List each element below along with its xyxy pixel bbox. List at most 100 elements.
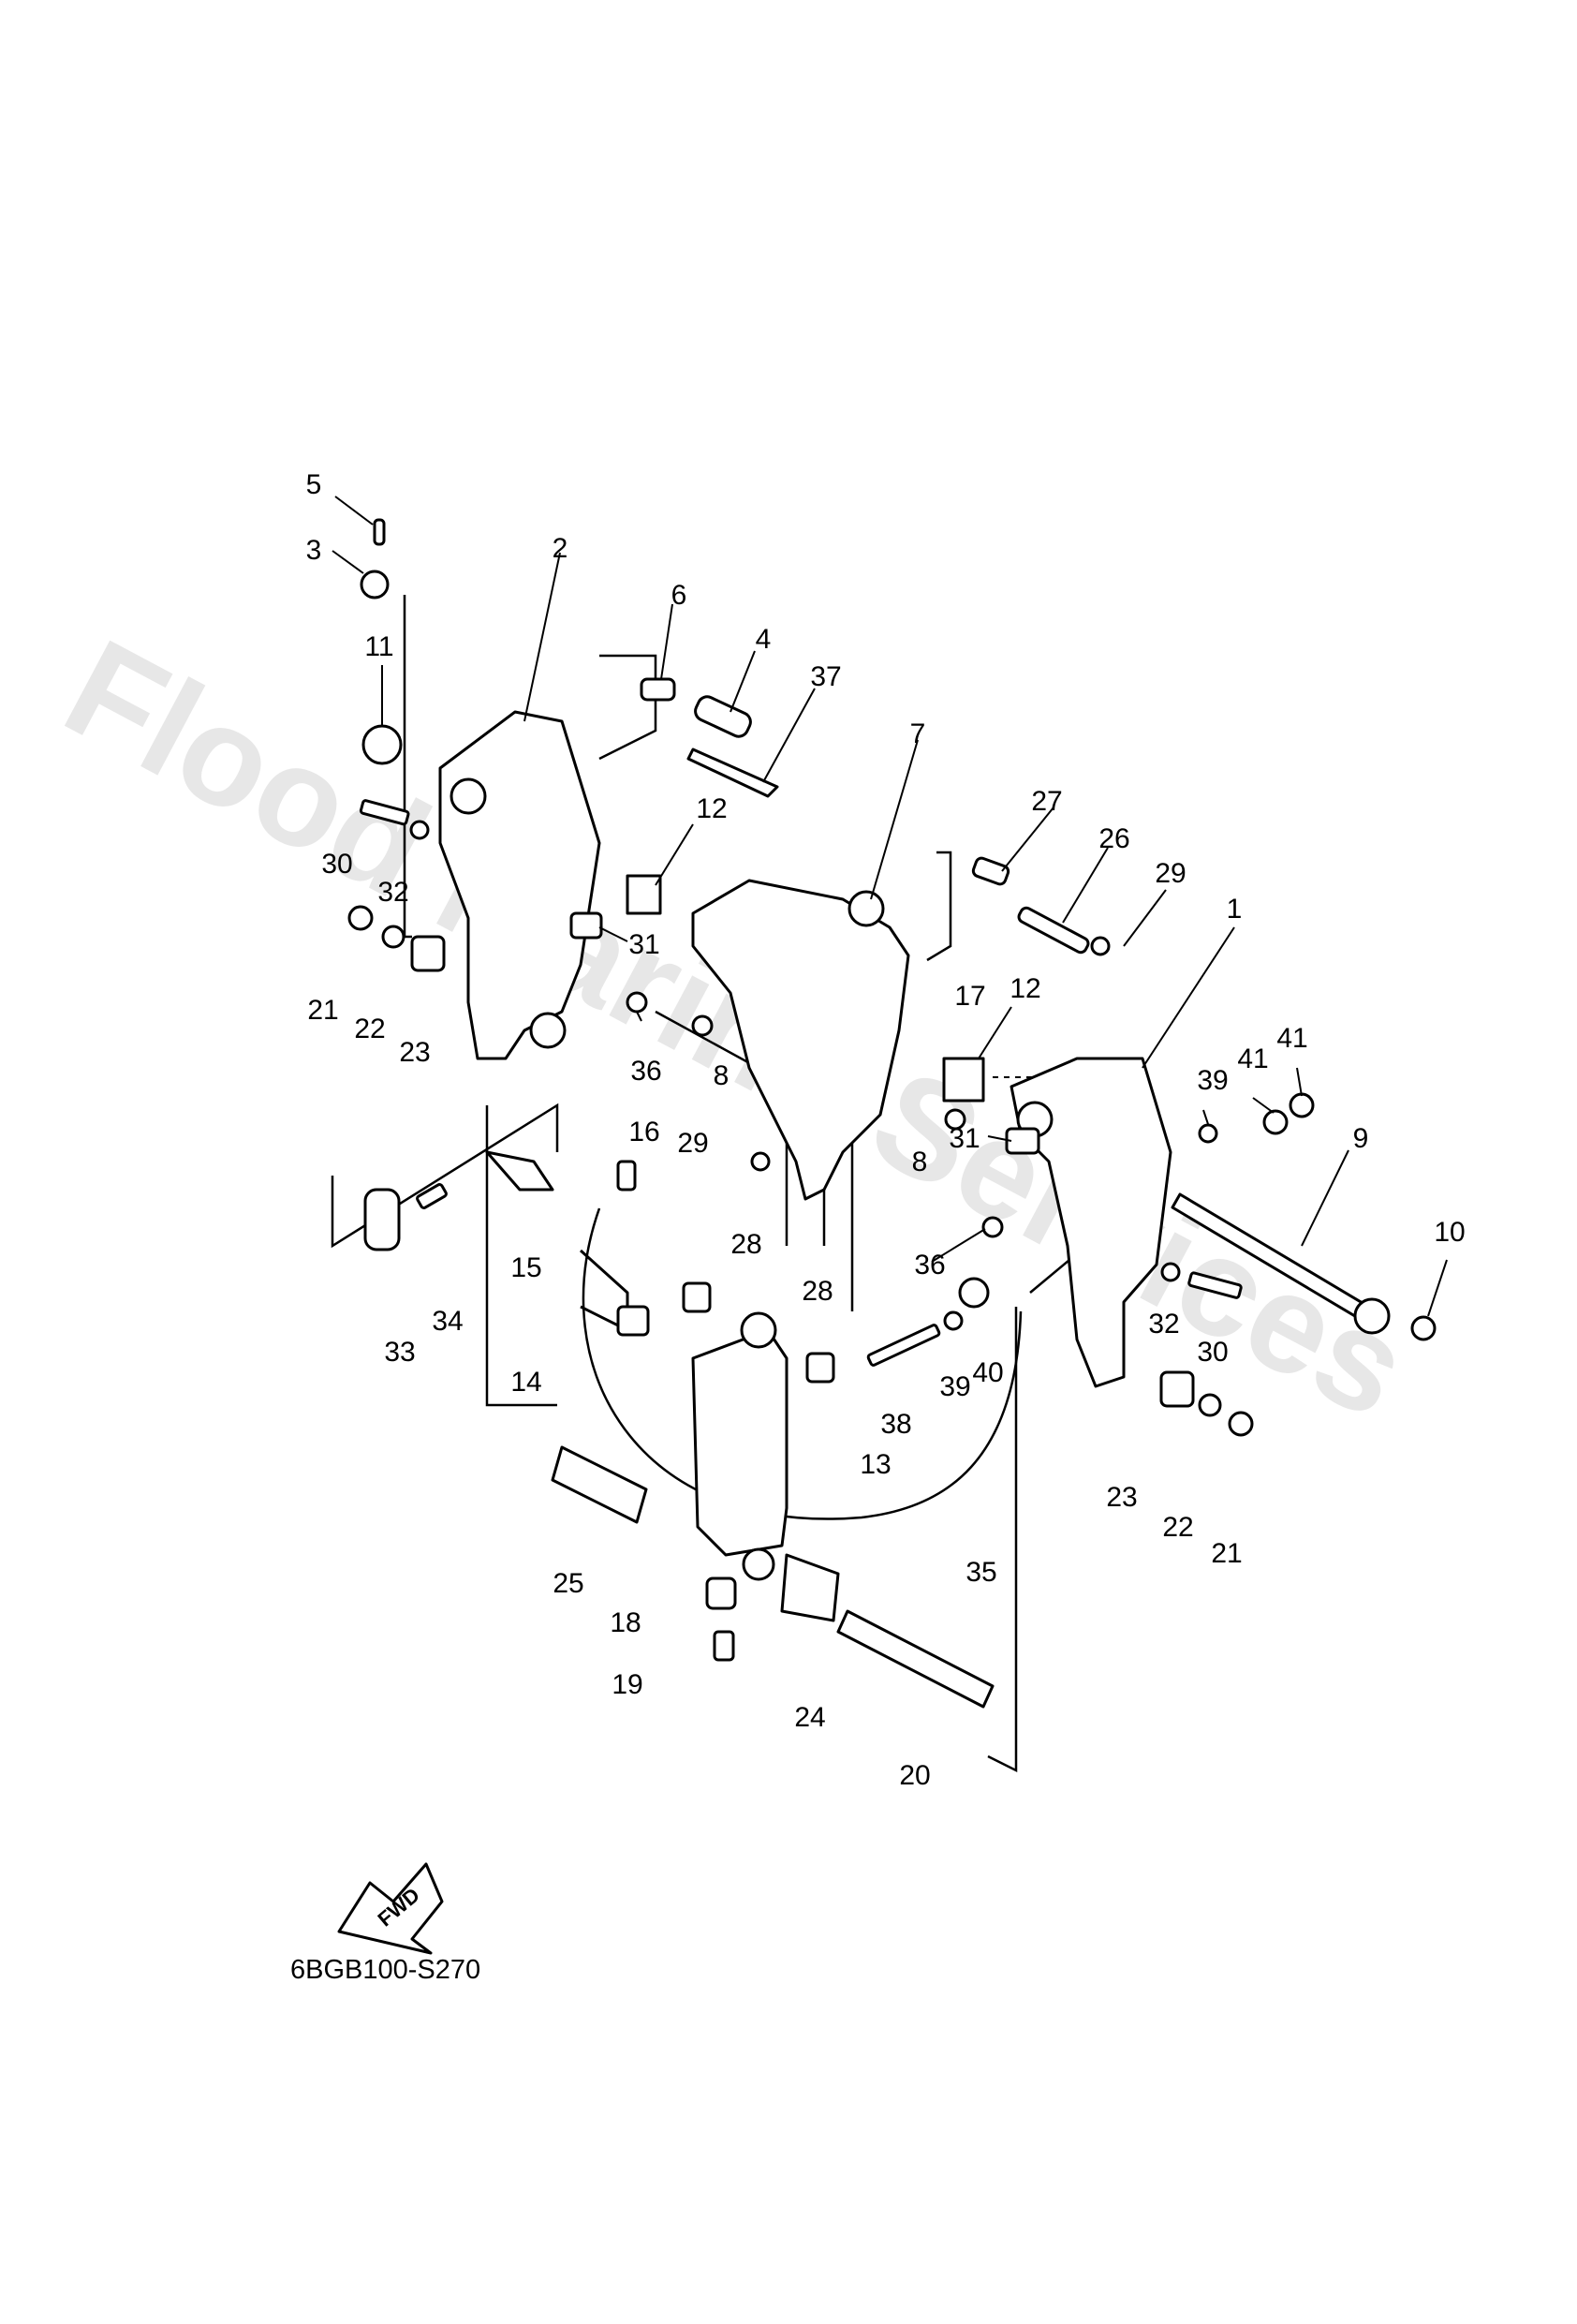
tilt-cylinder: [691, 1328, 788, 1557]
leader-lines: [332, 496, 1448, 1317]
nut-10: [1410, 1315, 1437, 1341]
bolt-30-left: [359, 799, 410, 826]
callout-18: 18: [610, 1607, 641, 1638]
grease-nipple-3: [360, 570, 390, 600]
bushing-23-right: [1159, 1370, 1195, 1408]
callout-41a: 41: [1237, 1044, 1268, 1074]
callout-8a: 8: [714, 1060, 730, 1091]
callout-23a: 23: [399, 1037, 430, 1068]
clip-29b: [750, 1151, 771, 1172]
bolt-30-right: [1187, 1271, 1243, 1299]
cotter-pin: [373, 518, 386, 546]
bushing-23-left: [410, 935, 446, 972]
callout-40: 40: [972, 1357, 1003, 1388]
callout-33: 33: [384, 1337, 415, 1368]
bolt-36-right: [981, 1216, 1004, 1238]
sleeve-25: [551, 1445, 648, 1524]
hole: [529, 1012, 567, 1049]
fwd-arrow-icon: FWD: [337, 1862, 444, 1955]
bolt-16: [616, 1160, 637, 1192]
bolt-19: [713, 1630, 735, 1662]
callout-12b: 12: [1010, 973, 1040, 1004]
collar-27: [971, 856, 1010, 886]
callout-2: 2: [553, 533, 568, 564]
hole: [450, 777, 487, 815]
callout-9: 9: [1353, 1123, 1369, 1154]
washer-39-right: [1198, 1123, 1218, 1144]
washer-22-left: [381, 925, 405, 949]
clip-29a: [1090, 936, 1111, 956]
callout-4: 4: [756, 624, 772, 655]
plate-33: [363, 1188, 401, 1251]
grease-nipple-8a: [691, 1014, 714, 1037]
callout-6: 6: [671, 580, 687, 611]
callout-19: 19: [612, 1669, 642, 1700]
collar-18: [705, 1576, 737, 1610]
callout-25: 25: [553, 1568, 583, 1599]
callout-26: 26: [1098, 823, 1129, 854]
washer-32-left: [409, 820, 430, 840]
bushing-12-right: [942, 1057, 985, 1103]
bushing-12-left: [626, 874, 662, 915]
callout-5: 5: [306, 469, 322, 500]
callout-21a: 21: [307, 995, 338, 1026]
callout-20: 20: [899, 1760, 930, 1791]
callout-7: 7: [910, 718, 926, 749]
callout-13: 13: [860, 1449, 891, 1480]
hole: [847, 890, 885, 927]
callout-29b: 29: [677, 1128, 708, 1159]
tube-end: [1353, 1297, 1391, 1335]
washer-22-right: [1198, 1393, 1222, 1417]
rod-26: [1017, 906, 1090, 955]
bushing-31-right: [1005, 1127, 1040, 1155]
nut-41b: [1289, 1092, 1315, 1118]
bolt-21-left: [347, 905, 374, 931]
nut-41a: [1262, 1109, 1289, 1135]
callout-17: 17: [954, 981, 985, 1012]
callout-10: 10: [1434, 1217, 1465, 1248]
components: [347, 518, 1437, 1709]
callout-38: 38: [880, 1409, 911, 1440]
callout-1: 1: [1227, 894, 1243, 925]
callout-22a: 22: [354, 1014, 385, 1044]
callout-24: 24: [794, 1702, 825, 1733]
lever-clip: [616, 1305, 650, 1337]
cylinder-bottom: [742, 1547, 775, 1581]
bolt-21-right: [1228, 1411, 1254, 1437]
callout-30a: 30: [321, 849, 352, 880]
callout-8b: 8: [912, 1147, 928, 1177]
callout-12a: 12: [696, 793, 727, 824]
bushing-28a: [682, 1281, 712, 1313]
grease-nipple-6: [640, 677, 676, 702]
callout-39b: 39: [939, 1371, 970, 1402]
diagram-code: 6BGB100-S270: [290, 1955, 480, 1985]
callout-31b: 31: [949, 1123, 980, 1154]
bolt-36-left: [626, 991, 648, 1014]
washer-32-right: [1160, 1262, 1181, 1282]
callout-labels: 1 2 3 4 5 6 7 8 8 9 10 11 12 12 13 14 15…: [306, 469, 1466, 1791]
callout-31a: 31: [628, 929, 659, 960]
callout-28b: 28: [802, 1276, 833, 1307]
callout-32b: 32: [1148, 1309, 1179, 1340]
clamp-bracket-right: [1010, 1057, 1172, 1388]
bolt-38: [866, 1324, 941, 1367]
washer-40: [958, 1277, 990, 1309]
callout-11: 11: [364, 631, 393, 662]
callout-37: 37: [810, 661, 841, 692]
callout-36a: 36: [630, 1056, 661, 1087]
cylinder-top: [740, 1311, 777, 1349]
bushing-31-left: [569, 911, 603, 940]
callout-16: 16: [628, 1117, 659, 1147]
callout-23b: 23: [1106, 1482, 1137, 1513]
callout-14: 14: [510, 1367, 541, 1398]
plate-15: [485, 1150, 554, 1192]
callout-32a: 32: [377, 877, 408, 908]
cable-37: [686, 748, 779, 798]
callout-15: 15: [510, 1252, 541, 1283]
callout-28a: 28: [730, 1229, 761, 1260]
callout-29a: 29: [1155, 858, 1186, 889]
bolt-34: [416, 1183, 448, 1209]
callout-22b: 22: [1162, 1512, 1193, 1543]
grease-nipple-8b: [944, 1108, 966, 1131]
callout-35: 35: [965, 1557, 996, 1588]
